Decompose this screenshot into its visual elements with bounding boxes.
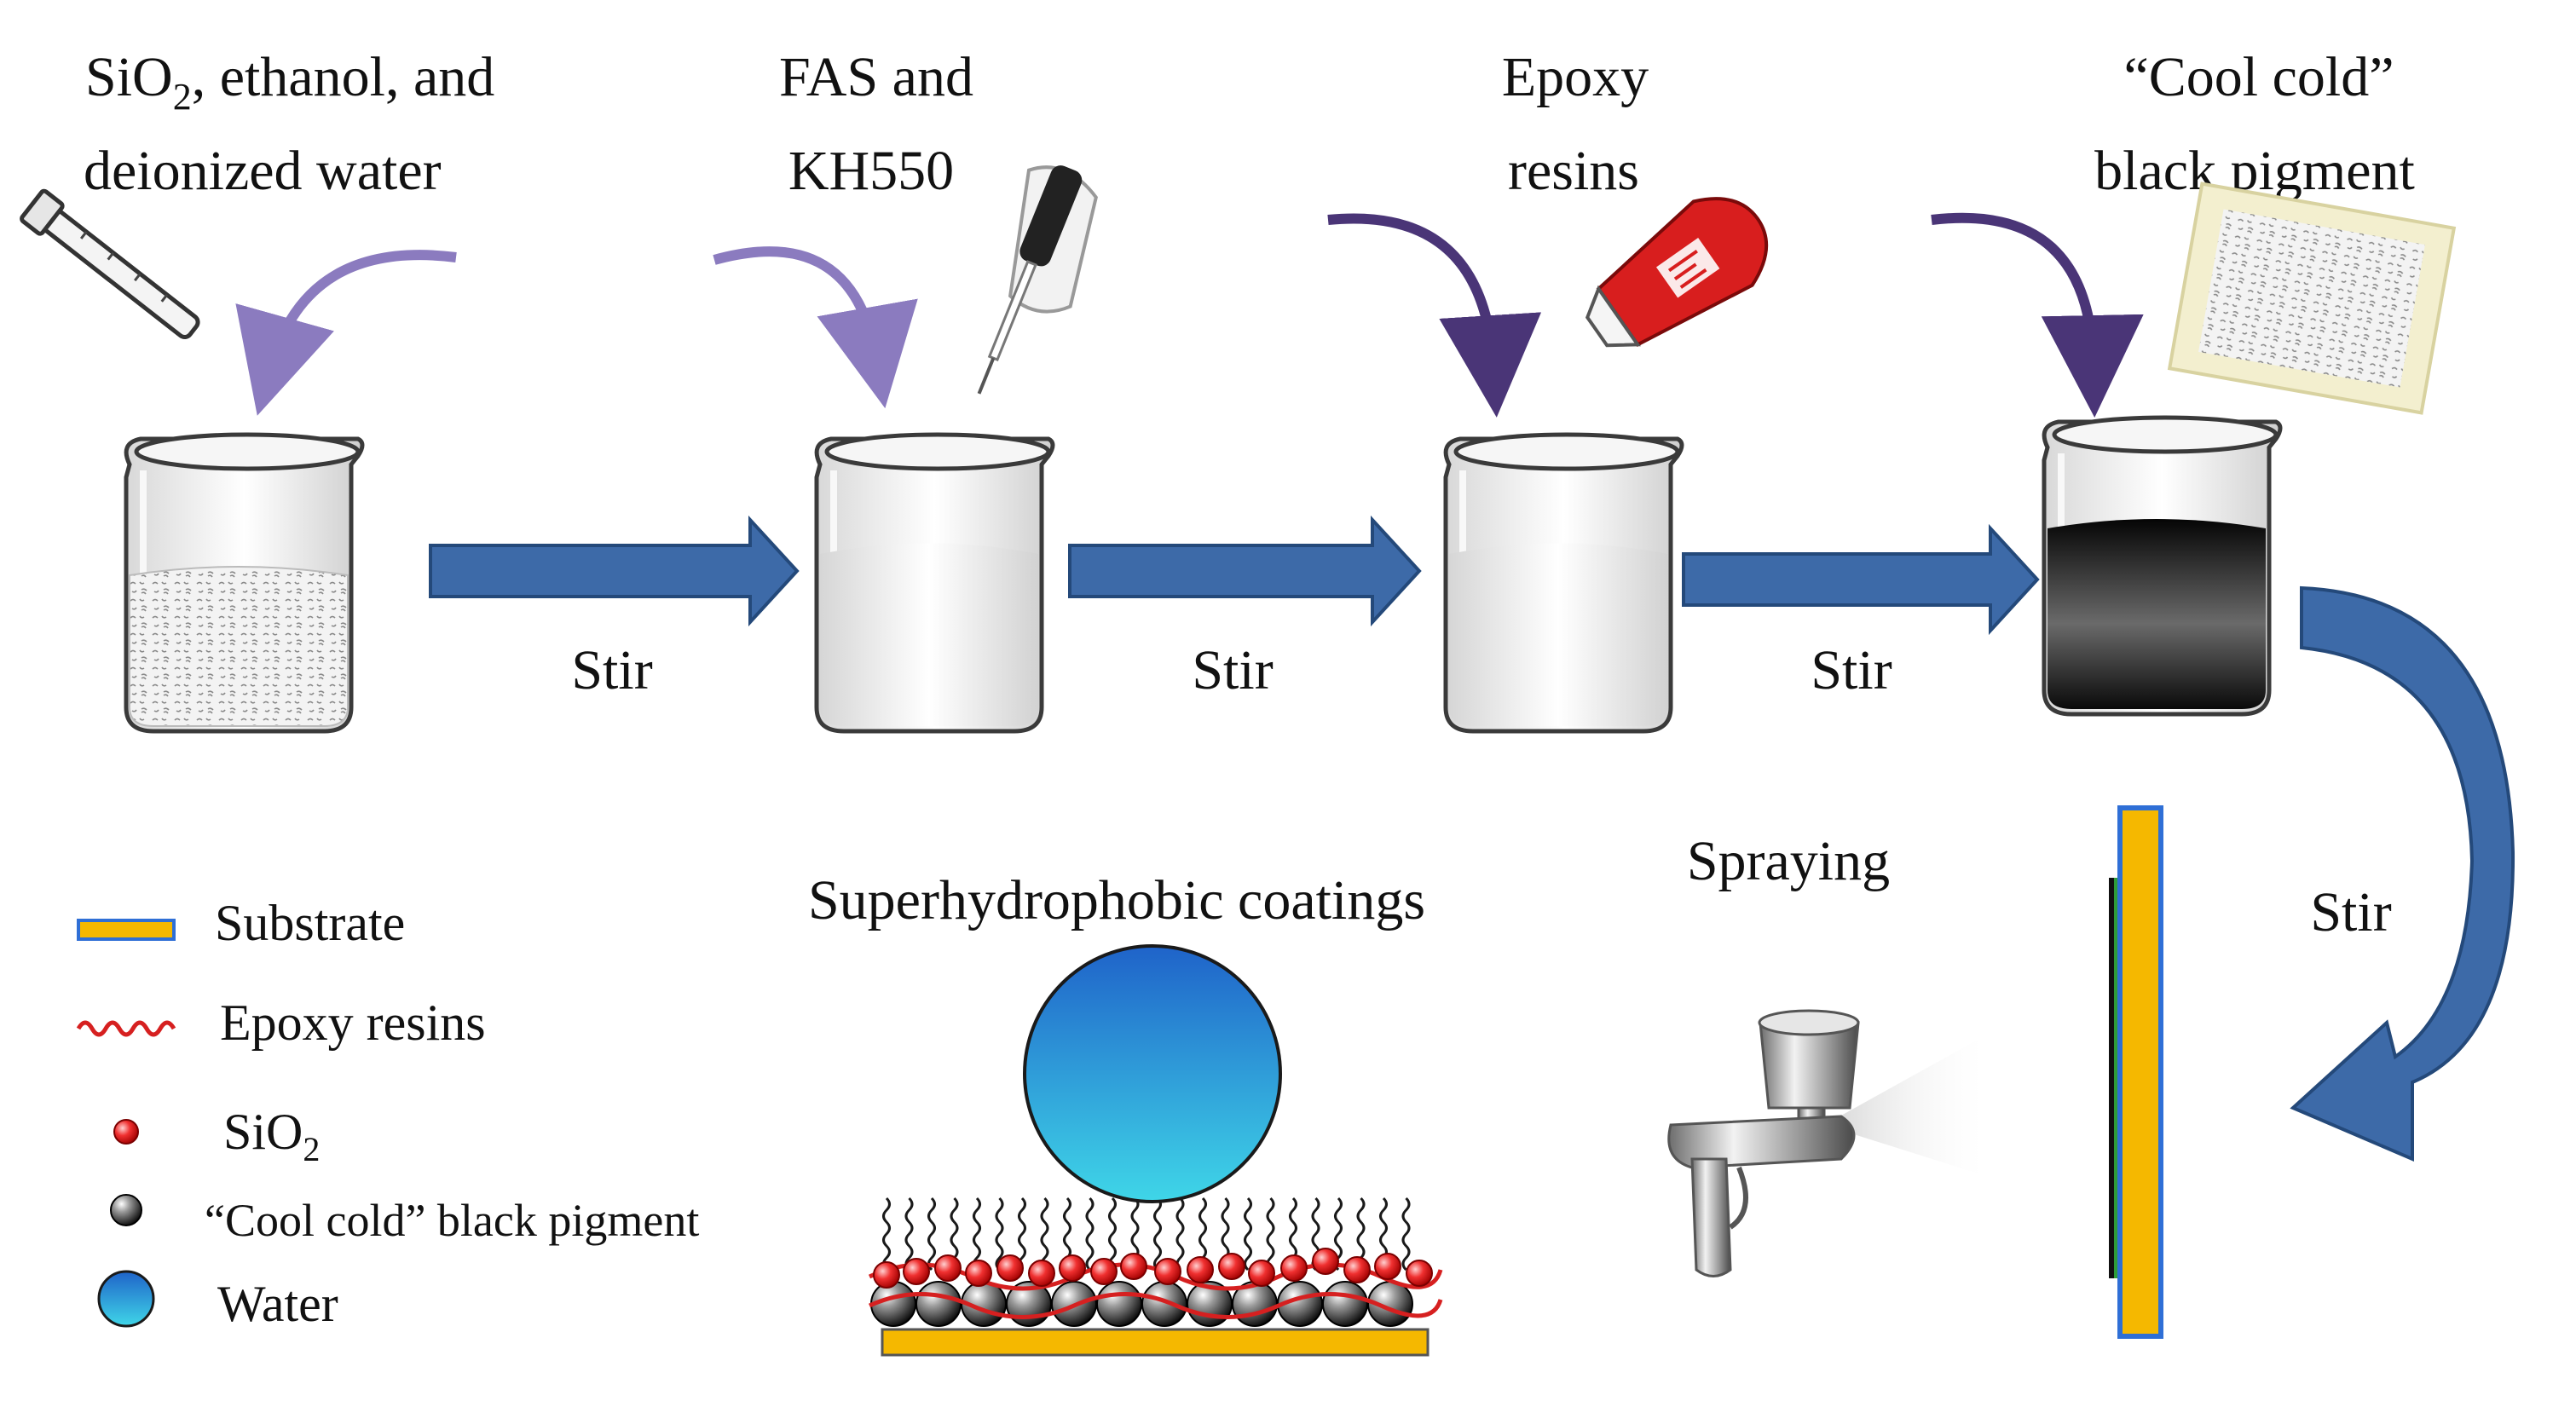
epoxy-swatch	[76, 1020, 176, 1037]
fas-chain	[1085, 1197, 1095, 1271]
sio2-particle	[1090, 1258, 1118, 1285]
sio2-particle	[1120, 1253, 1147, 1280]
sio2-particle	[934, 1254, 962, 1282]
fas-chain	[927, 1197, 936, 1271]
sio2-particle	[873, 1261, 900, 1289]
legend-label-pigment: “Cool cold” black pigment	[205, 1195, 699, 1246]
step1-label-line1: SiO2, ethanol, and	[85, 46, 494, 118]
sio2-particle	[1280, 1254, 1308, 1282]
sio2-particle	[1343, 1256, 1371, 1283]
legend-label-water: Water	[217, 1276, 338, 1332]
coating-cross-section	[868, 944, 1443, 1357]
legend-item-substrate: Substrate	[77, 895, 405, 951]
fas-chain	[1266, 1197, 1275, 1271]
sio2-particle	[1028, 1260, 1055, 1287]
sio2-particle	[1218, 1253, 1245, 1280]
epoxy-tube-icon	[1585, 197, 1769, 348]
sio2-particle	[1154, 1258, 1181, 1285]
legend-item-sio2: SiO2	[113, 1104, 320, 1168]
water-droplet	[1023, 944, 1282, 1203]
fas-chain	[1244, 1197, 1252, 1271]
stir-arrow-2	[1068, 515, 1422, 627]
step1-label-line2: deionized water	[84, 140, 442, 202]
sio2-swatch	[113, 1119, 139, 1145]
step2-label-line1: FAS and	[779, 46, 973, 108]
pigment-powder-icon	[2167, 182, 2457, 415]
sio2-particle	[1406, 1260, 1433, 1287]
curved-arrow-3	[1327, 213, 1542, 418]
sio2-particle	[1187, 1256, 1214, 1283]
beaker-3	[1446, 435, 1682, 731]
fas-chains	[882, 1197, 1411, 1271]
spraying-label: Spraying	[1687, 830, 1890, 892]
fas-chain	[1018, 1197, 1026, 1271]
beaker-1	[126, 435, 362, 731]
stir-label-2: Stir	[1192, 639, 1273, 701]
curved-stir-arrow	[2290, 585, 2515, 1162]
step3-label-line1: Epoxy	[1502, 46, 1649, 108]
fas-chain	[1401, 1197, 1411, 1271]
water-swatch	[97, 1270, 155, 1328]
stir-label-1: Stir	[571, 639, 652, 701]
pigment-particle	[1141, 1281, 1187, 1327]
test-tube-icon	[20, 188, 200, 340]
pigment-swatch	[110, 1194, 142, 1226]
step3-label-line2: resins	[1508, 140, 1639, 202]
curved-arrow-2	[713, 246, 918, 409]
fas-chain	[995, 1197, 1004, 1271]
pigment-particle	[1096, 1281, 1142, 1327]
legend-label-epoxy: Epoxy resins	[220, 995, 486, 1051]
pigment-particle	[915, 1281, 962, 1327]
sio2-particle	[1374, 1253, 1401, 1280]
sio2-particle	[1248, 1260, 1275, 1287]
fas-chain	[1040, 1197, 1049, 1271]
step2-label-line2: KH550	[788, 140, 954, 202]
fas-chain	[1108, 1197, 1117, 1271]
sio2-particle	[1059, 1254, 1086, 1282]
pigment-particle-layer	[870, 1281, 1413, 1327]
pigment-particle	[1322, 1281, 1368, 1327]
coating-title: Superhydrophobic coatings	[808, 869, 1425, 931]
legend: Substrate Epoxy resins SiO2 “Cool cold” …	[76, 895, 699, 1332]
fas-chain	[973, 1197, 981, 1271]
sio2-particle	[965, 1260, 992, 1287]
curved-arrow-4	[1931, 212, 2144, 418]
sio2-particle	[996, 1254, 1024, 1282]
step4-label-line1: “Cool cold”	[2123, 46, 2394, 108]
legend-item-epoxy: Epoxy resins	[76, 995, 486, 1051]
fas-chain	[882, 1197, 891, 1271]
substrate-swatch	[77, 919, 176, 941]
stir-label-3: Stir	[1811, 639, 1892, 701]
fas-chain	[1175, 1197, 1185, 1271]
fas-chain	[904, 1197, 914, 1271]
coated-substrate	[2109, 805, 2163, 1339]
sio2-particle	[903, 1258, 930, 1285]
legend-label-substrate: Substrate	[215, 895, 405, 951]
legend-label-sio2: SiO2	[223, 1104, 320, 1168]
spray-gun-icon	[1667, 1009, 1986, 1277]
curved-arrow-1	[235, 250, 457, 416]
legend-item-pigment: “Cool cold” black pigment	[110, 1194, 699, 1246]
stir-arrow-3	[1682, 523, 2040, 636]
legend-item-water: Water	[97, 1270, 338, 1332]
fas-chain	[1153, 1197, 1162, 1271]
beaker-4	[2044, 418, 2280, 714]
sio2-particle	[1312, 1248, 1339, 1275]
pipette-icon	[977, 165, 1098, 395]
beaker-2	[817, 435, 1053, 731]
stir-arrow-1	[429, 515, 800, 627]
sio2-particle-layer	[873, 1248, 1433, 1289]
stir-label-4: Stir	[2310, 881, 2391, 943]
